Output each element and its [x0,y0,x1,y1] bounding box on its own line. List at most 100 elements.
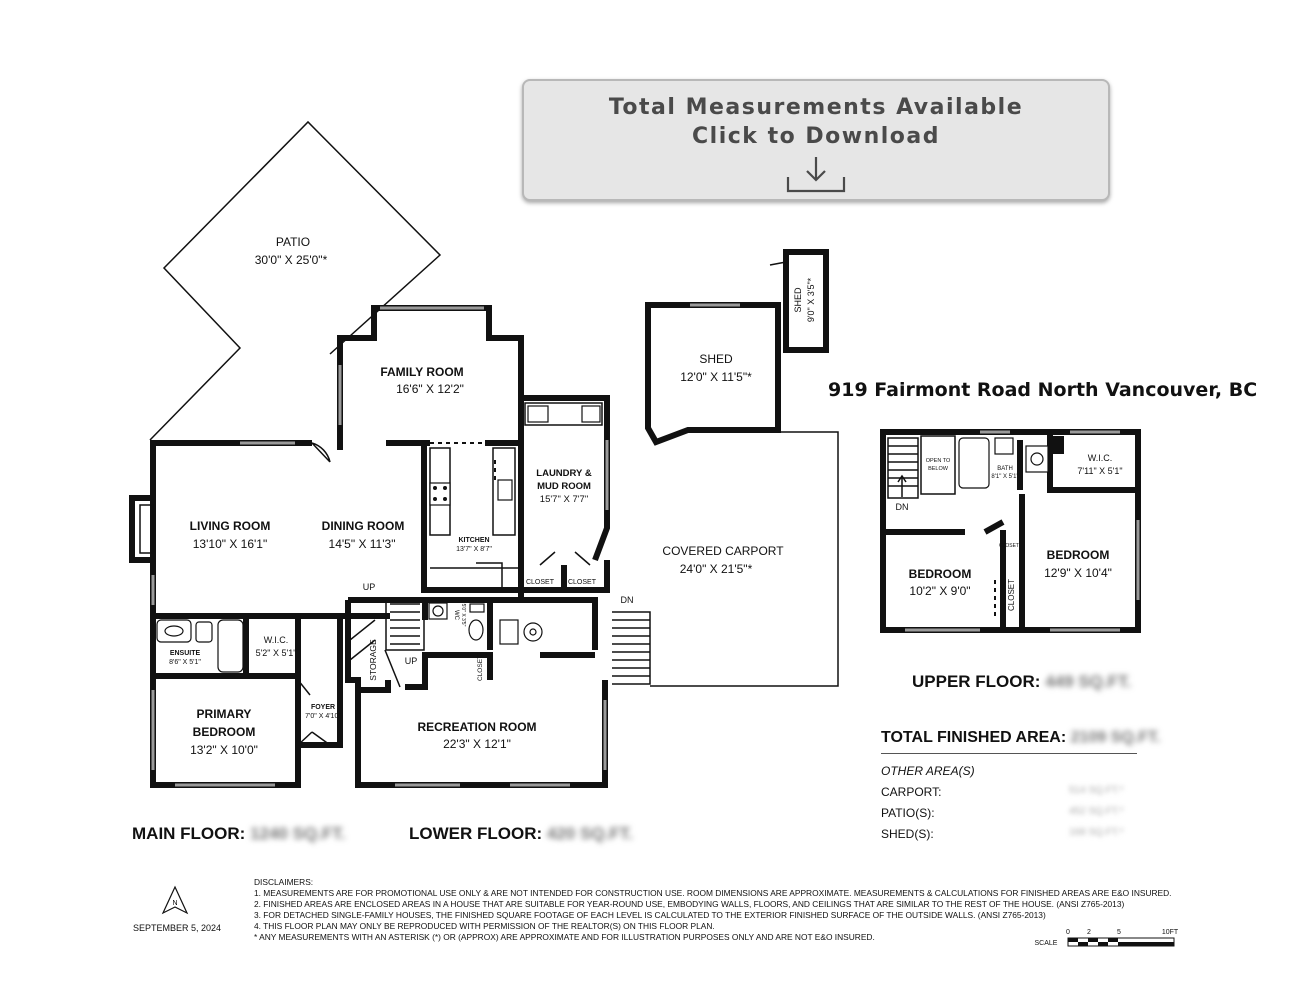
lower-closet-label: CLOSET [477,655,484,681]
scale-tick-5: 5 [1117,929,1121,936]
ensuite-dims: 8'6" X 5'1" [169,659,201,666]
disclaimers-heading: DISCLAIMERS: [254,877,314,887]
family-room-label: FAMILY ROOM [380,365,463,379]
kitchen-label: KITCHEN [458,537,489,544]
disclaimer-line-1: 1. MEASUREMENTS ARE FOR PROMOTIONAL USE … [254,888,1172,898]
wic-main-label: W.I.C. [264,635,289,645]
family-room-dims: 16'6" X 12'2" [396,382,464,396]
laundry-label-line2: MUD ROOM [537,481,591,492]
patio-area-label: PATIO(S): [881,806,935,820]
disclaimer-line-2: 2. FINISHED AREAS ARE ENCLOSED AREAS IN … [254,899,1125,909]
carport-area-label: CARPORT: [881,785,942,799]
bedroom-left-label: BEDROOM [909,567,972,581]
recreation-room-dims: 22'3" X 12'1" [443,737,511,751]
stairs-dn-carport: DN [621,595,634,605]
disclaimer-line-5: * ANY MEASUREMENTS WITH AN ASTERISK (*) … [254,932,875,942]
primary-bedroom-label-line1: PRIMARY [197,707,252,721]
carport-area-value: 514 SQ.FT.* [1069,785,1124,796]
main-floor-doors [161,442,591,746]
shed-area-value: 168 SQ.FT.* [1069,827,1124,838]
dining-room-dims: 14'5" X 11'3" [329,537,396,551]
patio-area: PATIO 30'0" X 25'0"* [149,120,442,441]
covered-carport-label: COVERED CARPORT [662,544,784,558]
total-finished-area: TOTAL FINISHED AREA: 2109 SQ.FT. [881,729,1160,754]
patio-area-value: 452 SQ.FT.* [1069,806,1124,817]
patio-area-total: PATIO(S): 452 SQ.FT.* [881,806,1123,820]
upper-floor-value: 449 SQ.FT. [1045,672,1132,691]
bath-dims: 8'1" X 5'1" [991,474,1018,480]
disclaimer-line-3: 3. FOR DETACHED SINGLE-FAMILY HOUSES, TH… [254,910,1046,920]
patio-label: PATIO [276,235,310,249]
primary-bedroom-label-line2: BEDROOM [193,725,256,739]
disclaimers: DISCLAIMERS: 1. MEASUREMENTS ARE FOR PRO… [254,877,1172,943]
kitchen-stove [429,482,451,506]
upper-closet-small-label: CLOSET [999,543,1019,549]
patio-dims: 30'0" X 25'0"* [255,253,328,267]
banner-line-2: Click to Download [692,124,940,149]
foyer-label: FOYER [311,704,335,711]
wic-upper-dims: 7'11" X 5'1" [1077,466,1122,476]
stairs-up-lower: UP [405,656,418,666]
scale-tick-10: 10FT [1162,929,1179,936]
open-to-below-line1: OPEN TO [926,458,951,464]
stairs-up-main: UP [363,582,376,592]
scale-tick-2: 2 [1087,929,1091,936]
ensuite-label: ENSUITE [170,650,201,657]
ensuite-toilet [195,621,213,643]
foyer-dims: 7'0" X 4'10" [305,713,341,720]
lower-floor-windows [395,700,607,787]
bedroom-right-dims: 12'9" X 10'4" [1044,566,1112,580]
wc-label: WC [453,610,459,621]
download-measurements-button[interactable]: Total Measurements Available Click to Do… [522,79,1110,201]
closet-2-label: CLOSET [568,579,597,586]
bath-label: BATH [997,466,1013,472]
main-floor-total: MAIN FLOOR: 1240 SQ.FT. [132,824,346,844]
compass-letter: N [172,900,177,907]
primary-bedroom-dims: 13'2" X 10'0" [190,743,258,757]
covered-carport-dims: 24'0" X 21'5"* [680,562,753,576]
bedroom-right-label: BEDROOM [1047,548,1110,562]
living-room-label: LIVING ROOM [190,519,271,533]
upper-closet-tall-label: CLOSET [1007,579,1016,611]
bedroom-left-dims: 10'2" X 9'0" [909,584,970,598]
storage-label: STORAGE [368,639,378,681]
shed-small-dims: 9'0" X 3'5"* [806,277,816,322]
total-finished-area-value: 2109 SQ.FT. [1070,729,1161,746]
shed-area-label: SHED(S): [881,827,934,841]
wic-upper-label: W.I.C. [1088,453,1113,463]
upper-floor-windows [905,430,1140,632]
lower-floor-value: 420 SQ.FT. [546,824,633,843]
total-finished-area-label: TOTAL FINISHED AREA: [881,729,1067,746]
stairs-dn-upper: DN [896,502,909,512]
main-floor-label: MAIN FLOOR: [132,824,246,843]
open-to-below-line2: BELOW [928,466,949,472]
upper-floor-walls [880,429,1141,633]
ensuite-tub [217,619,244,673]
upper-floor-total: UPPER FLOOR: 449 SQ.FT. [912,672,1131,692]
upper-floor-label: UPPER FLOOR: [912,672,1041,691]
living-room-dims: 13'10" X 16'1" [193,537,268,551]
main-floor-value: 1240 SQ.FT. [250,824,346,843]
kitchen-sink [497,479,513,501]
recreation-room-label: RECREATION ROOM [417,720,536,734]
scale-tick-0: 0 [1066,929,1070,936]
shed-large-label: SHED [699,352,733,366]
other-areas-heading: OTHER AREA(S) [881,764,975,778]
laundry-label-line1: LAUNDRY & [536,468,592,479]
download-icon [786,157,846,193]
shed-area-total: SHED(S): 168 SQ.FT.* [881,827,1123,841]
wc-dims: 5'0" X 3'5" [460,604,466,627]
scale-label: SCALE [1035,940,1058,947]
north-arrow-icon: N [161,885,189,915]
kitchen-dims: 13'7" X 8'7" [456,546,492,553]
shed-large-dims: 12'0" X 11'5"* [680,370,752,384]
plan-date: SEPTEMBER 5, 2024 [133,923,222,933]
main-floor-windows [151,306,609,787]
lower-floor-total: LOWER FLOOR: 420 SQ.FT. [409,824,633,844]
scale-bar: SCALE 0 2 5 10FT [1035,929,1179,947]
laundry-dims: 15'7" X 7'7" [540,494,588,505]
outbuildings: SHED 12'0" X 11'5"* SHED 9'0" X 3'5"* CO… [645,249,839,687]
laundry-washer [527,405,549,423]
disclaimer-line-4: 4. THIS FLOOR PLAN MAY ONLY BE REPRODUCE… [254,921,715,931]
